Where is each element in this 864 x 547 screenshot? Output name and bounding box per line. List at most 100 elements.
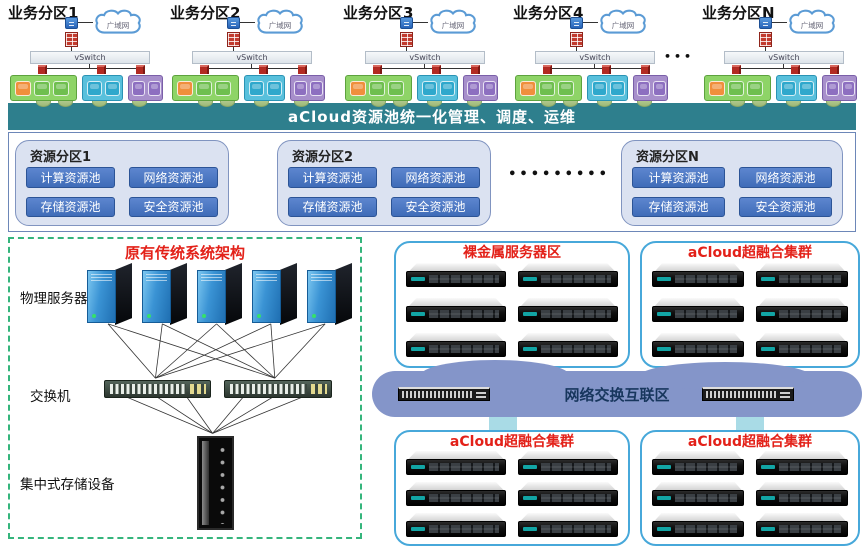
business-partition-title: 业务分区1: [8, 4, 79, 22]
uplink-cube-icon: [136, 65, 145, 74]
legacy-architecture-box: 原有传统系统架构 物理服务器 交换机 集中式存储设备: [8, 237, 362, 539]
connector-line: [424, 64, 425, 69]
switch-label: 交换机: [30, 389, 71, 405]
vm-group-purple: [290, 75, 325, 101]
vswitch-label: vSwitch: [236, 53, 268, 62]
storage-pool-button: 存储资源池: [288, 196, 377, 217]
vswitch-bar: vSwitch: [724, 51, 844, 64]
rack-server-icon: [652, 481, 744, 508]
storage-label: 集中式存储设备: [20, 477, 115, 493]
connector-line: [736, 68, 838, 69]
vm-icon: [369, 81, 385, 96]
connector-line: [783, 64, 784, 69]
vm-icon: [539, 81, 555, 96]
vswitch-bar: vSwitch: [535, 51, 655, 64]
vm-icon: [294, 81, 307, 96]
uplink-cube-icon: [830, 65, 839, 74]
rack-server-icon: [652, 332, 744, 359]
connector-line: [594, 64, 595, 69]
vm-icon: [148, 81, 161, 96]
vm-icon: [842, 81, 855, 96]
server-grid: [652, 448, 848, 541]
vm-group-blue: [244, 75, 285, 101]
vm-icon: [637, 81, 650, 96]
rack-server-icon: [518, 332, 618, 359]
resource-partition-title: 资源分区N: [636, 150, 699, 165]
business-partition: 业务分区N 广域网 vSwitch: [702, 2, 857, 107]
rack-switch-icon: [224, 380, 332, 398]
uplink-cube-icon: [602, 65, 611, 74]
business-partition-title: 业务分区3: [343, 4, 414, 22]
vm-icon: [610, 81, 625, 96]
vm-icon: [215, 81, 231, 96]
storage-pool-button: 存储资源池: [26, 196, 115, 217]
connector-line: [251, 64, 252, 69]
vm-icon: [34, 81, 50, 96]
business-partition-title: 业务分区2: [170, 4, 241, 22]
business-partition-title: 业务分区4: [513, 4, 584, 22]
cluster-title: 裸金属服务器区: [463, 245, 561, 261]
vm-icon: [105, 81, 120, 96]
resource-partition: 资源分区1 计算资源池 网络资源池 存储资源池 安全资源池: [15, 140, 229, 226]
vm-icon: [422, 81, 437, 96]
connector-line: [240, 22, 255, 23]
rack-server-icon: [756, 332, 848, 359]
rack-server-icon: [652, 297, 744, 324]
unified-management-banner: aCloud资源池统一化管理、调度、运维: [8, 103, 856, 130]
resource-partition: 资源分区2 计算资源池 网络资源池 存储资源池 安全资源池: [277, 140, 491, 226]
vswitch-bar: vSwitch: [30, 51, 150, 64]
server-grid: [406, 259, 618, 363]
business-partition: 业务分区3 广域网 vSwitch: [343, 2, 498, 107]
connector-line: [204, 68, 306, 69]
compute-pool-button: 计算资源池: [288, 167, 377, 188]
wan-cloud-icon: 广域网: [92, 6, 144, 40]
core-switch-icon: [702, 387, 794, 401]
vswitch-bar: vSwitch: [365, 51, 485, 64]
resource-partition-title: 资源分区1: [30, 150, 92, 165]
vm-icon: [592, 81, 607, 96]
vm-icon: [177, 81, 193, 96]
vswitch-label: vSwitch: [74, 53, 106, 62]
rack-switch-icon: [104, 380, 211, 398]
vm-icon: [799, 81, 814, 96]
router-icon: [400, 17, 413, 29]
wan-label: 广域网: [268, 21, 292, 30]
connector-line: [547, 68, 649, 69]
vm-icon: [388, 81, 404, 96]
vm-group-green: [172, 75, 239, 101]
firewall-icon: [65, 32, 78, 47]
firewall-icon: [227, 32, 240, 47]
security-pool-button: 安全资源池: [739, 196, 832, 217]
uplink-cube-icon: [97, 65, 106, 74]
rack-server-icon: [406, 263, 506, 289]
connector-line: [772, 22, 787, 23]
network-pool-button: 网络资源池: [129, 167, 218, 188]
resource-partition-ellipsis: •••••••••: [508, 167, 610, 182]
connector-line: [406, 47, 407, 51]
firewall-icon: [400, 32, 413, 47]
vm-group-green: [704, 75, 771, 101]
connector-line: [89, 64, 90, 69]
router-icon: [570, 17, 583, 29]
vm-icon: [350, 81, 366, 96]
vm-icon: [728, 81, 744, 96]
network-pool-button: 网络资源池: [391, 167, 480, 188]
vm-icon: [520, 81, 536, 96]
business-partition: 业务分区2 广域网 vSwitch: [170, 2, 325, 107]
cluster-title: aCloud超融合集群: [449, 434, 575, 450]
vm-icon: [196, 81, 212, 96]
vm-icon: [267, 81, 282, 96]
tower-server-icon: [252, 263, 297, 325]
vm-group-blue: [587, 75, 628, 101]
resource-partition-title: 资源分区2: [292, 150, 354, 165]
rack-server-icon: [518, 512, 618, 539]
compute-pool-button: 计算资源池: [26, 167, 115, 188]
connector-line: [71, 47, 72, 51]
rack-server-icon: [406, 332, 506, 359]
rack-server-icon: [406, 512, 506, 539]
vswitch-label: vSwitch: [409, 53, 441, 62]
connector-line: [765, 47, 766, 51]
vm-icon: [249, 81, 264, 96]
connector-line: [42, 68, 144, 69]
